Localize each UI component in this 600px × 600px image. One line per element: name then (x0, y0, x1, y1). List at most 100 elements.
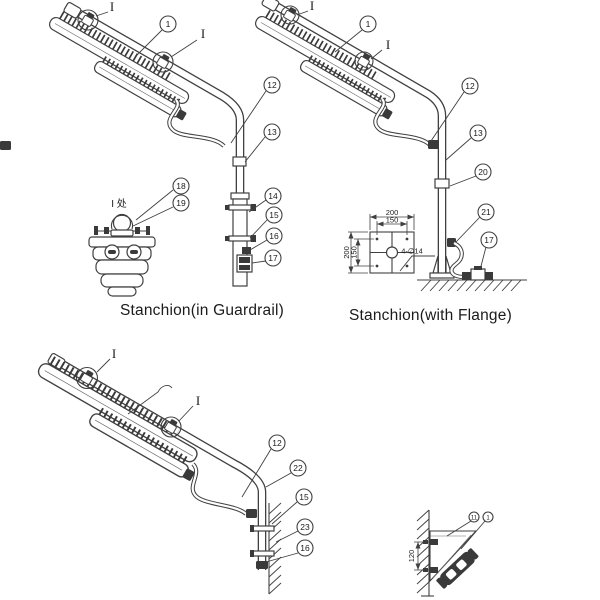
ground-cable (447, 238, 464, 280)
dim-outer-width: 200 (386, 208, 399, 217)
anchor-bolt (429, 539, 438, 545)
svg-text:12: 12 (465, 81, 475, 91)
bolt-hole (375, 264, 379, 268)
callout-20: 20 (449, 163, 492, 187)
callout-16: 16 (249, 227, 283, 251)
callout-17: 17 (479, 231, 498, 271)
figure-flange: I I (246, 0, 527, 292)
pole-hole (385, 246, 399, 259)
svg-text:16: 16 (300, 543, 310, 553)
band-bolt (251, 204, 256, 211)
guardrail-tube (225, 192, 256, 287)
svg-text:20: 20 (478, 167, 488, 177)
figure-wall-bracket: 120 11 1 (407, 509, 494, 597)
callout-15: 15 (249, 206, 283, 239)
lamp-cable (0, 98, 226, 150)
callout-15: 15 (271, 488, 313, 525)
svg-text:15: 15 (299, 492, 309, 502)
wall-hatching (416, 509, 430, 594)
bolt-hole (405, 237, 409, 241)
band-bolt (250, 525, 254, 532)
dim-bolt-spacing-v: 150 (350, 246, 359, 259)
svg-text:17: 17 (268, 253, 278, 263)
callout-17: 17 (251, 249, 282, 267)
callout-22: 22 (265, 459, 307, 488)
section-circle (280, 5, 300, 25)
svg-text:21: 21 (481, 207, 491, 217)
section-circle (152, 51, 174, 73)
gusset (432, 255, 439, 274)
callout-12: 12 (430, 77, 479, 142)
cable-connector (0, 141, 11, 150)
section-mark: I (196, 393, 200, 408)
section-mark: I (201, 26, 205, 41)
section-mark: I (110, 0, 114, 14)
dim-120: 120 (407, 541, 429, 571)
svg-text:13: 13 (267, 127, 277, 137)
ground-hatching (420, 279, 522, 292)
section-mark: I (386, 37, 390, 52)
strap-pole-arm (47, 353, 267, 570)
section-mark: I (112, 346, 116, 361)
bolt-hole (375, 237, 379, 241)
svg-text:22: 22 (293, 463, 303, 473)
lamp-cable (190, 462, 257, 518)
detail-label: I 处 (111, 198, 127, 210)
cable-connector (428, 140, 439, 149)
svg-text:1: 1 (486, 516, 490, 522)
bracket-lamp-side-view (436, 548, 479, 589)
section-circle (75, 366, 99, 390)
wall-hatched (416, 509, 434, 597)
callout-12: 12 (241, 434, 286, 498)
detail-clamp (94, 213, 150, 237)
flange-pole-arm (261, 0, 447, 273)
bolt-hole (405, 264, 409, 268)
clamp-band (252, 550, 275, 557)
flange-plate-plan: 200 150 200 150 4-∅14 (342, 208, 435, 274)
svg-text:14: 14 (268, 191, 278, 201)
pole-sleeve (434, 178, 450, 189)
pole-end-cap (256, 561, 268, 569)
caption-guardrail: Stanchion(in Guardrail) (120, 302, 284, 319)
hook-leader (127, 385, 173, 415)
callout-16: 16 (265, 539, 314, 563)
svg-text:13: 13 (473, 128, 483, 138)
caption-flange: Stanchion(with Flange) (349, 307, 512, 324)
svg-text:17: 17 (484, 235, 494, 245)
callout-21: 21 (455, 203, 495, 243)
svg-text:19: 19 (176, 198, 186, 208)
figure-pole-strap: I I 12 22 (28, 346, 314, 595)
section-circle (77, 9, 99, 31)
section-mark: I (310, 0, 314, 13)
figure-guardrail: I I I 处 (0, 0, 283, 297)
section-circle (354, 51, 374, 71)
band-bolt (250, 550, 254, 557)
svg-text:18: 18 (176, 181, 186, 191)
dim-outer-height: 200 (342, 246, 351, 259)
svg-text:12: 12 (267, 80, 277, 90)
callout-19: 19 (132, 194, 190, 227)
svg-text:15: 15 (269, 210, 279, 220)
callout-13: 13 (244, 123, 281, 163)
svg-text:1: 1 (166, 19, 171, 29)
svg-text:12: 12 (272, 438, 282, 448)
callout-1: 1 (334, 15, 377, 53)
lens (130, 250, 138, 254)
clamp-band (228, 204, 252, 211)
callout-12: 12 (230, 76, 281, 144)
svg-text:1: 1 (366, 19, 371, 29)
lamp-cable (373, 97, 439, 149)
callout-14: 14 (248, 187, 282, 213)
band-bolt (225, 236, 229, 241)
existing-pole-hatched (268, 502, 282, 595)
callout-11: 11 (446, 511, 480, 537)
anchor-bolt (429, 567, 438, 573)
svg-text:16: 16 (269, 231, 279, 241)
detail-view-I: I 处 (88, 198, 156, 297)
wall-hatching (268, 502, 282, 595)
band-bolt (225, 205, 229, 210)
dim-mount-height: 120 (407, 550, 416, 563)
section-circle (160, 416, 182, 438)
